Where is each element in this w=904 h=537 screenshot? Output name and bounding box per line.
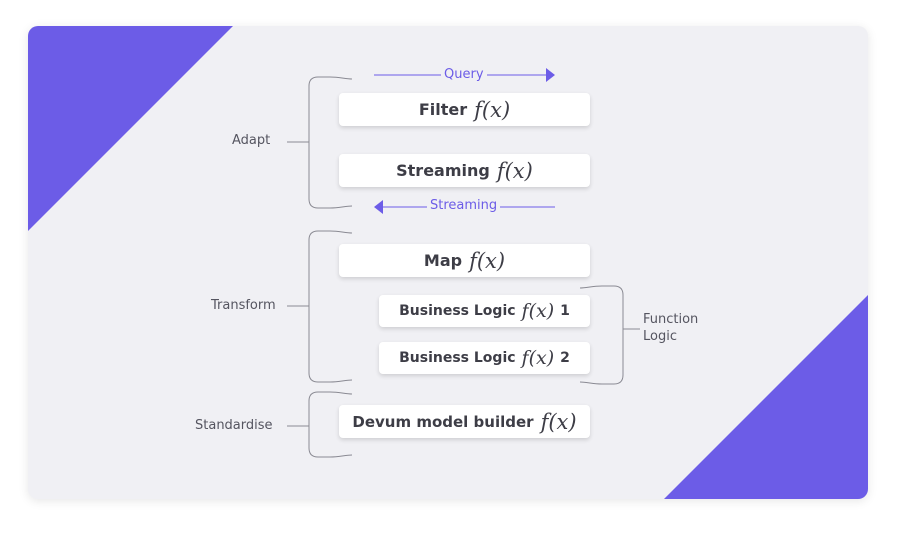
filter-label: Filter	[418, 100, 468, 119]
streaming-arrow-label: Streaming	[427, 198, 501, 213]
devum-fx: f(x)	[540, 409, 577, 434]
filter-function-box: Filter f(x)	[339, 93, 590, 126]
standardise-bracket	[308, 391, 353, 458]
business-logic-2-number: 2	[560, 350, 570, 366]
bottom-right-accent-triangle	[664, 295, 868, 499]
map-label: Map	[423, 251, 463, 270]
transform-group-label: Transform	[211, 298, 276, 313]
query-arrow-label: Query	[441, 67, 487, 82]
streaming-fx: f(x)	[496, 158, 533, 183]
adapt-group-label: Adapt	[232, 133, 271, 148]
business-logic-1-label: Business Logic	[399, 303, 516, 319]
function-logic-label-line2: Logic	[643, 329, 677, 344]
business-logic-2-label: Business Logic	[399, 350, 516, 366]
business-logic-1-box: Business Logic f(x) 1	[379, 295, 590, 327]
devum-model-builder-box: Devum model builder f(x)	[339, 405, 590, 438]
streaming-function-box: Streaming f(x)	[339, 154, 590, 187]
function-logic-label-line1: Function	[643, 312, 699, 327]
map-fx: f(x)	[469, 248, 506, 273]
filter-fx: f(x)	[474, 97, 511, 122]
business-logic-1-fx: f(x)	[521, 300, 555, 322]
standardise-group-label: Standardise	[195, 418, 273, 433]
function-logic-bracket	[579, 285, 624, 385]
map-function-box: Map f(x)	[339, 244, 590, 277]
devum-label: Devum model builder	[352, 412, 534, 431]
business-logic-2-fx: f(x)	[521, 347, 555, 369]
streaming-arrow-head	[374, 200, 383, 214]
query-arrow-head	[546, 68, 555, 82]
business-logic-1-number: 1	[560, 303, 570, 319]
business-logic-2-box: Business Logic f(x) 2	[379, 342, 590, 374]
streaming-label: Streaming	[396, 161, 490, 180]
top-left-accent-triangle	[28, 26, 233, 231]
